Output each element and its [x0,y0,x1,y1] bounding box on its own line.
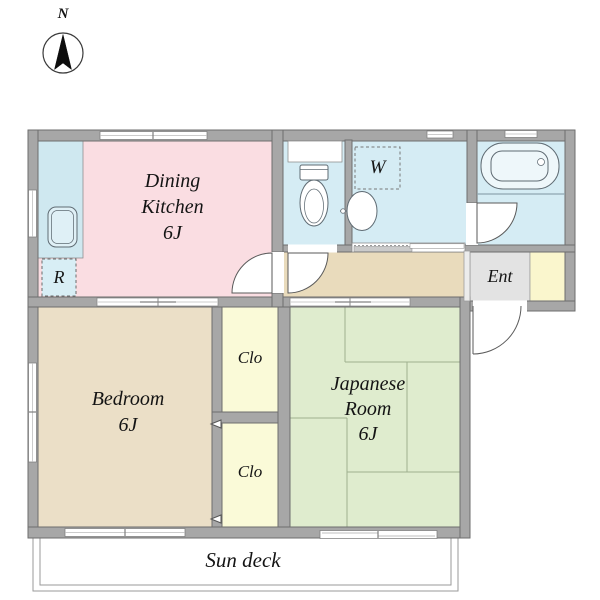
wall [459,296,471,539]
sliding-door-hall-japanese [289,297,411,307]
entrance-label: Ent [487,266,513,286]
doorway-gap [288,244,337,253]
doorway-gap [271,252,284,293]
window [28,189,37,238]
sliding-door-washroom [351,242,466,253]
doorway-gap [466,203,478,245]
closet-lower-label: Clo [237,462,263,481]
dining-kitchen-label: Dining Kitchen 6J [100,168,245,246]
door-swing-marker [209,514,222,524]
compass-needle-icon [54,34,72,71]
washing-machine-box [354,146,401,190]
japanese-room-label-size: 6J [358,423,378,445]
wall-openings [271,203,527,312]
japanese-room-label-line1: Japanese [330,373,406,395]
tatami-lines [290,307,460,527]
wall [271,129,284,253]
window [64,528,186,537]
closet-door-markers [209,419,222,524]
dining-kitchen-label-size: 6J [163,222,182,244]
door-swing-marker [209,419,222,429]
closet-upper-label: Clo [237,348,263,367]
refrigerator-box [41,258,77,297]
window [426,130,454,139]
washbasin-icon [340,191,378,231]
bedroom-label-line1: Bedroom [91,388,165,410]
sun-deck-label: Sun deck [205,548,281,572]
toilet-icon [299,164,329,227]
toilet-shelf [287,140,343,163]
dining-kitchen-label-line1: Dining [144,170,201,192]
bathtub-icon [480,142,560,190]
bedroom-label-size: 6J [118,414,138,436]
japanese-room-label: Japanese Room 6J [295,372,441,447]
room-japanese [289,306,461,528]
door-bath [476,202,518,244]
window [99,131,208,140]
wall [466,129,478,204]
entrance-floor [469,250,531,302]
door-dining-kitchen [231,252,273,294]
compass-north-label: N [57,6,69,22]
kitchen-sink-icon [47,206,78,248]
closet-upper-fill [221,306,279,414]
wall [277,306,291,528]
wall [344,139,353,246]
entrance-step [529,250,566,302]
doorway-gap [473,300,527,312]
closet-lower-fill [221,422,279,528]
wall [564,129,576,312]
door-toilet [287,252,329,294]
sliding-door-dk-bedroom [96,297,219,307]
window-sliding [319,530,438,539]
room-bedroom [37,306,213,528]
washing-machine-label: W [369,157,386,178]
front-door-arc [472,305,522,355]
hinged-doors [231,202,522,355]
entrance-step-divider [463,250,471,302]
wall [271,292,284,308]
dining-kitchen-label-line2: Kitchen [141,196,204,218]
japanese-room-label-line2: Room [344,398,392,420]
window [28,362,37,463]
windows [28,130,538,539]
refrigerator-label: R [53,267,65,287]
window [504,130,538,138]
compass [42,32,84,74]
bedroom-label: Bedroom 6J [55,386,201,438]
